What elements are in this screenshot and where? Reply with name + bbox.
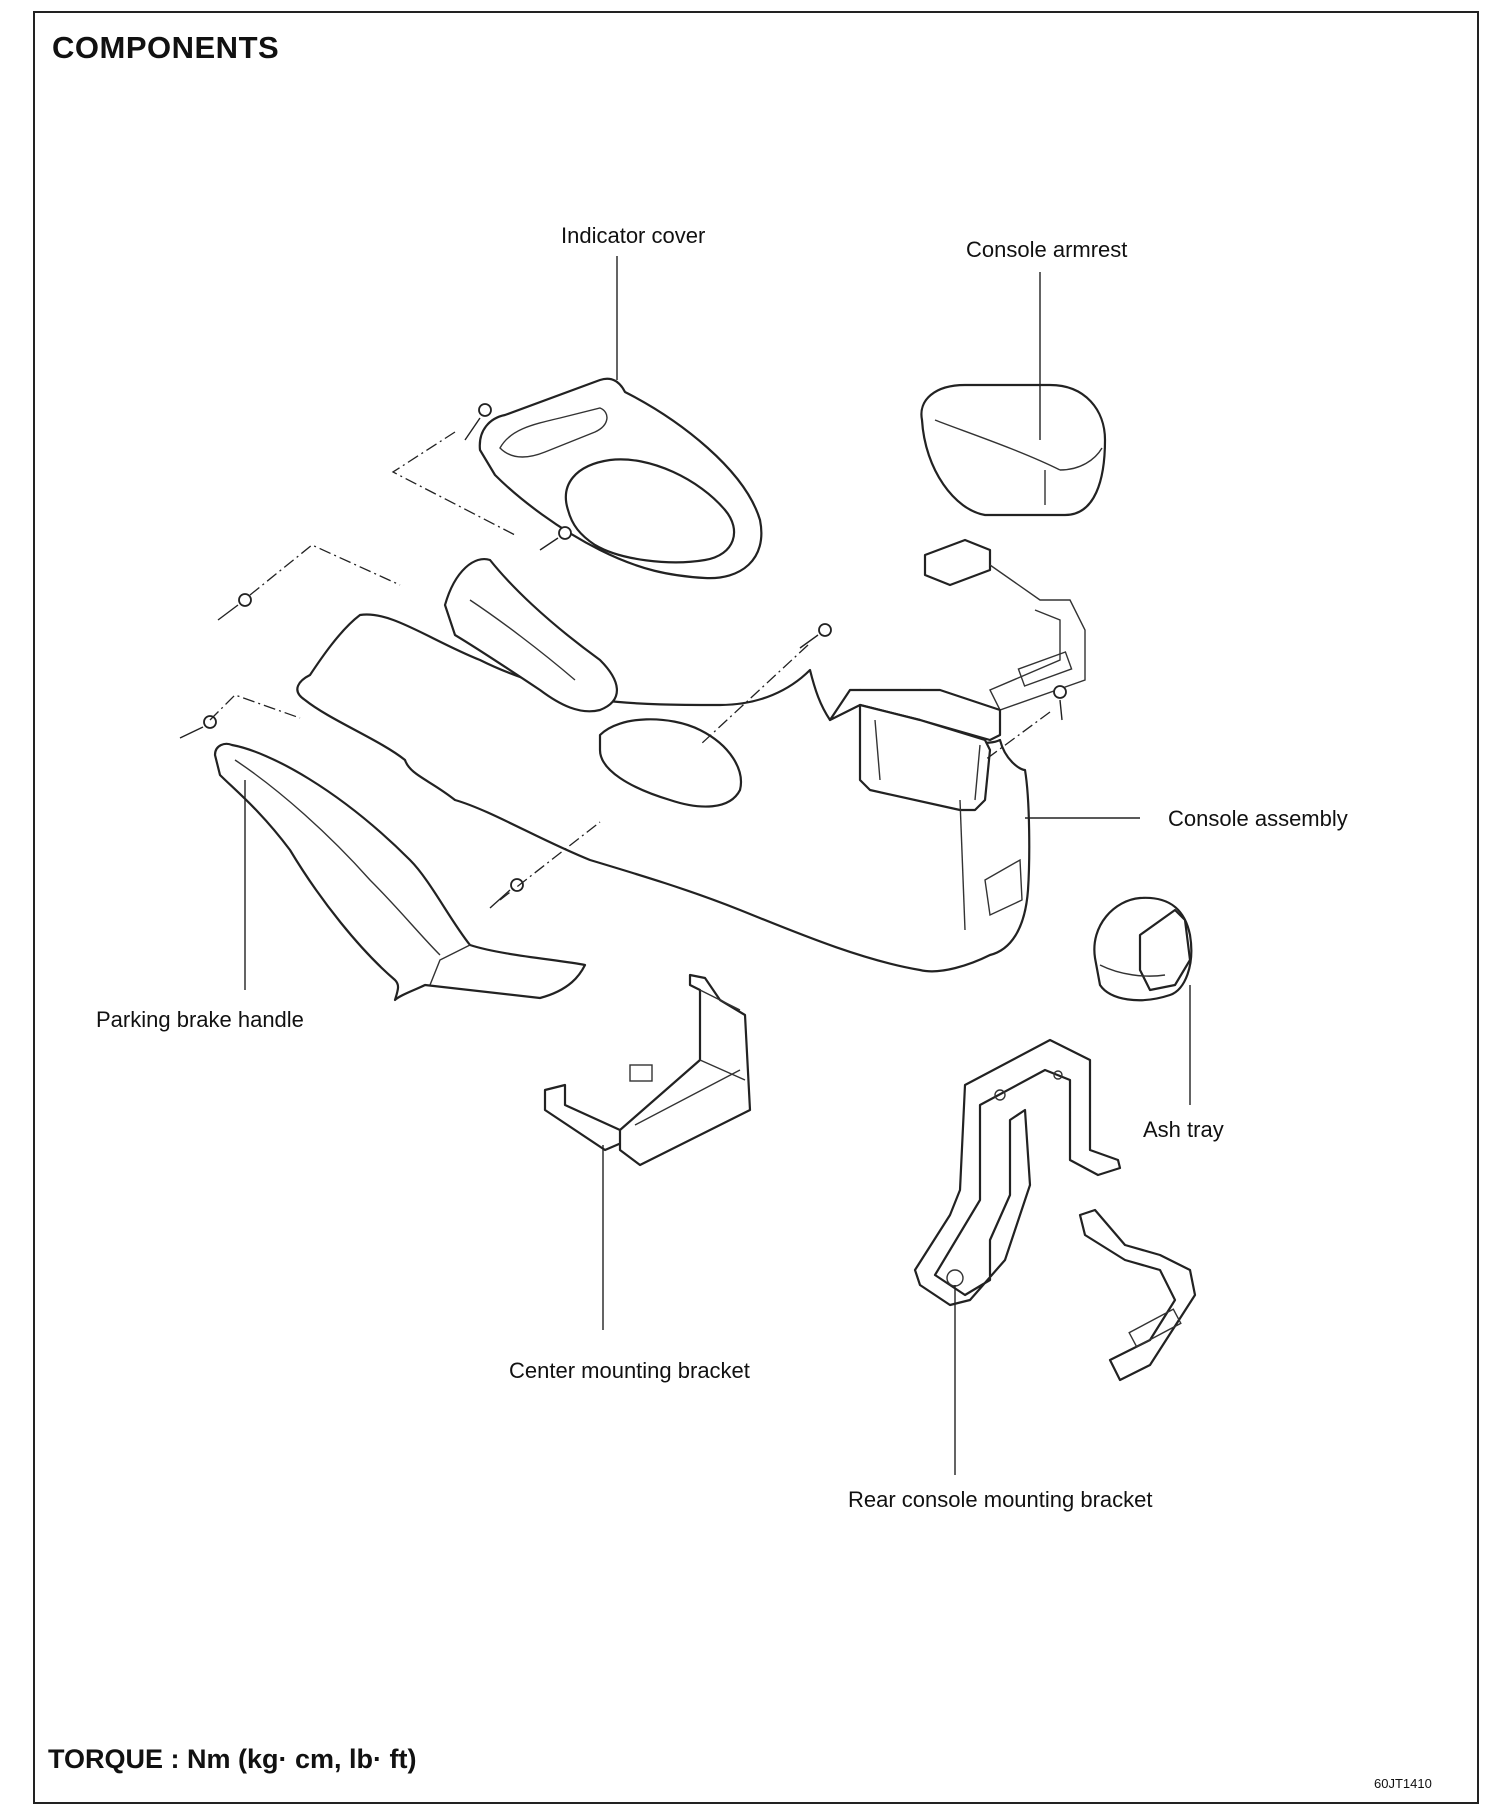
screw-2-icon	[539, 526, 572, 551]
install-line-2	[249, 544, 401, 596]
install-line-4	[699, 644, 809, 746]
install-line-1	[391, 431, 516, 536]
label-indicator-cover: Indicator cover	[561, 223, 706, 248]
label-rear-console-mounting-bracket: Rear console mounting bracket	[848, 1487, 1153, 1512]
ash-tray-part	[1093, 896, 1193, 1002]
screw-7-icon	[1053, 685, 1067, 721]
console-assembly-part	[296, 613, 1031, 973]
rear-small-bracket-part	[1078, 1208, 1197, 1382]
page-frame	[33, 11, 1479, 1804]
rear-console-mounting-bracket-part	[913, 1038, 1122, 1307]
torque-note: TORQUE : Nm (kg· cm, lb· ft)	[48, 1744, 417, 1774]
install-line-3	[209, 694, 301, 721]
figure-code: 60JT1410	[1374, 1776, 1432, 1791]
center-panel-part	[443, 557, 618, 713]
label-center-mounting-bracket: Center mounting bracket	[509, 1358, 750, 1383]
screw-5-icon	[799, 623, 832, 649]
label-console-armrest: Console armrest	[966, 237, 1128, 262]
console-armrest-part	[920, 383, 1107, 517]
install-line-5	[499, 821, 601, 901]
screw-3-icon	[217, 593, 252, 621]
indicator-cover-part	[478, 377, 763, 580]
screw-6-icon	[489, 878, 524, 909]
center-mounting-bracket-part	[543, 973, 752, 1167]
label-ash-tray: Ash tray	[1143, 1117, 1224, 1142]
label-console-assembly: Console assembly	[1168, 806, 1348, 831]
install-line-6	[984, 711, 1051, 761]
parking-brake-handle-part	[213, 742, 587, 1002]
armrest-hinge-part	[923, 538, 1086, 711]
screw-1-icon	[464, 403, 492, 441]
screw-4-icon	[179, 715, 217, 739]
label-parking-brake-handle: Parking brake handle	[96, 1007, 304, 1032]
page-title: COMPONENTS	[52, 30, 280, 65]
